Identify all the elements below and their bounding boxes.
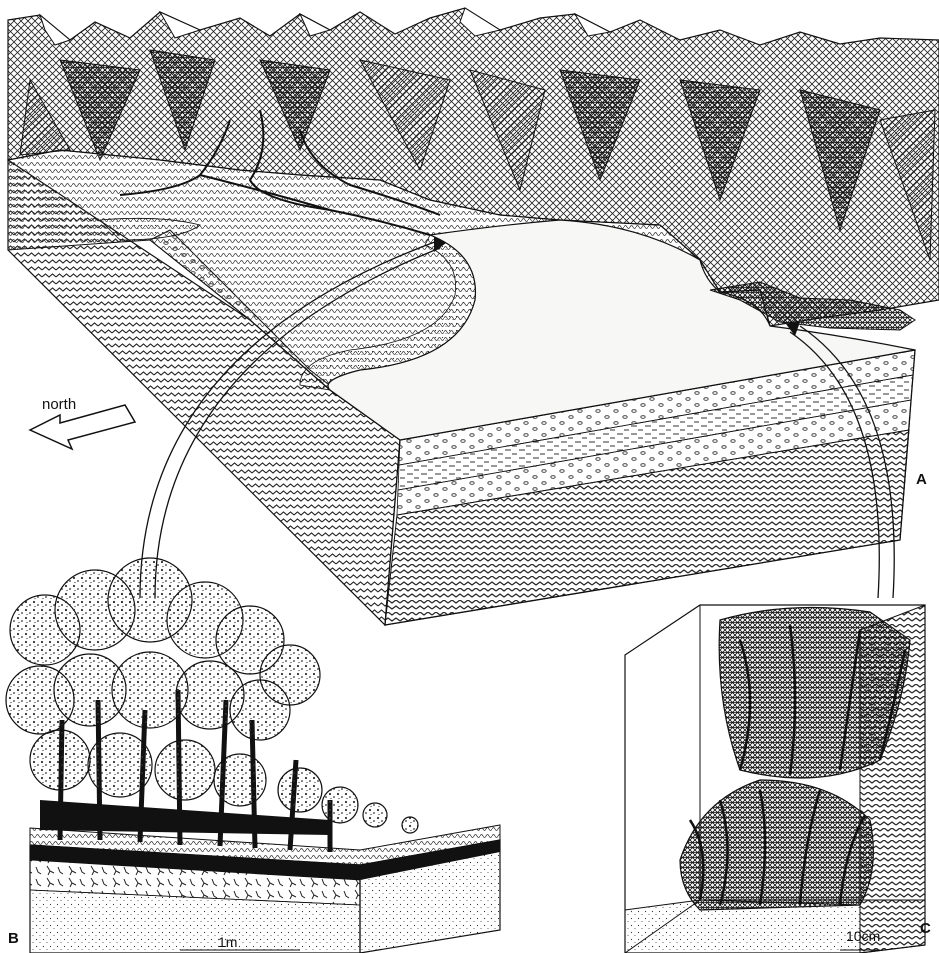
panel-label-b: B <box>8 930 19 947</box>
scale-label-b: 1m <box>218 934 237 950</box>
scale-label-c: 10cm <box>846 928 880 944</box>
panel-a-block-diagram <box>8 8 939 625</box>
north-label: north <box>42 396 76 413</box>
panel-c-stromatolite <box>625 605 925 953</box>
forest-canopy <box>6 558 418 833</box>
panel-label-a: A <box>916 471 927 488</box>
panel-label-c: C <box>920 920 931 937</box>
